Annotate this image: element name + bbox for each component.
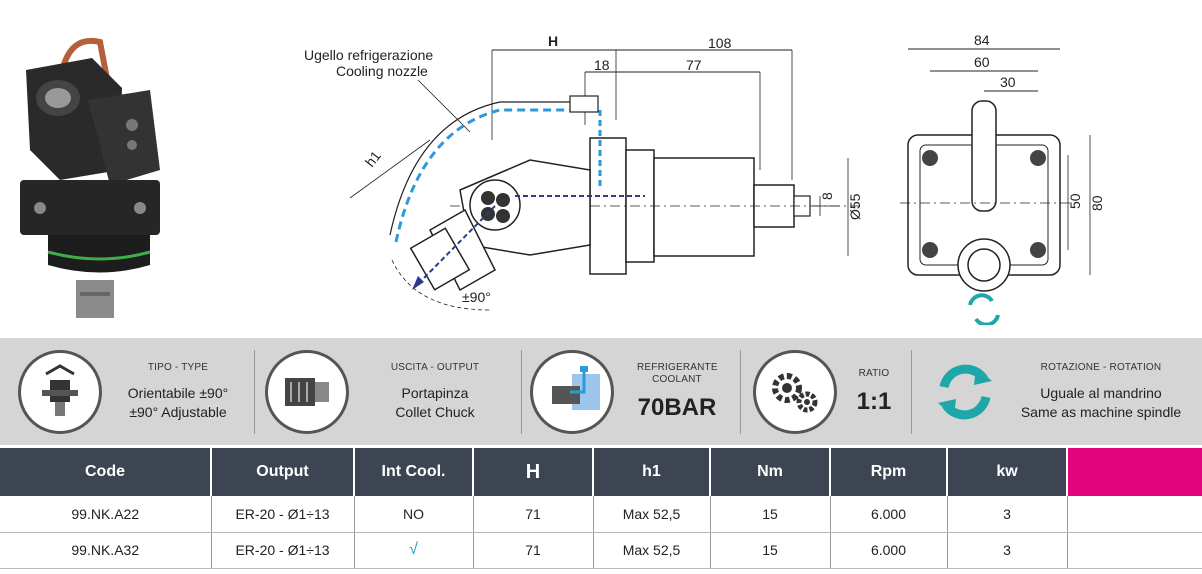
cell-code: 99.NK.A22: [0, 496, 212, 533]
output-caption: USCITA - OUTPUT: [390, 361, 480, 373]
cell-rpm: 6.000: [830, 496, 948, 533]
col-h: H: [473, 448, 594, 496]
cell-kw: 3: [947, 496, 1068, 533]
cell-output: ER-20 - Ø1÷13: [211, 496, 355, 533]
feature-ratio: RATIO 1:1: [741, 338, 911, 445]
dim-h1: h1: [362, 148, 384, 170]
gears-icon: [753, 349, 837, 434]
rotation-arrows-icon: [930, 357, 1000, 427]
cell-h: 71: [473, 532, 594, 569]
col-rpm: Rpm: [830, 448, 948, 496]
cell-output: ER-20 - Ø1÷13: [211, 532, 355, 569]
feature-rotation: ROTAZIONE - ROTATION Uguale al mandrino …: [912, 338, 1202, 445]
adjustable-head-icon: [18, 349, 102, 434]
ratio-value: 1:1: [856, 387, 892, 415]
feature-coolant: REFRIGERANTE COOLANT 70BAR: [522, 338, 740, 445]
col-nm: Nm: [710, 448, 831, 496]
type-value-it: Orientabile ±90°: [127, 384, 229, 401]
divider: [740, 349, 741, 434]
nozzle-label-en: Cooling nozzle: [336, 63, 428, 79]
product-photo: [20, 37, 160, 318]
feature-output: USCITA - OUTPUT Portapinza Collet Chuck: [255, 338, 521, 445]
collet-chuck-icon: [265, 349, 349, 434]
cell-h: 71: [473, 496, 594, 533]
col-code: Code: [0, 448, 212, 496]
coolant-value: 70BAR: [637, 393, 717, 421]
output-value-it: Portapinza: [401, 384, 469, 401]
dim-108: 108: [708, 35, 732, 51]
divider: [911, 349, 912, 434]
dim-angle: ±90°: [462, 289, 491, 305]
cell-int-cool: √: [354, 532, 474, 569]
col-kw: kw: [947, 448, 1068, 496]
dim-77: 77: [686, 57, 702, 73]
front-view-drawing: 84 60 30 50 80: [900, 32, 1105, 325]
col-output: Output: [211, 448, 355, 496]
cell-int-cool: NO: [354, 496, 474, 533]
table-header-row: Code Output Int Cool. H h1 Nm Rpm kw: [0, 448, 1202, 496]
dim-30: 30: [1000, 74, 1016, 90]
dim-d55: Ø55: [847, 193, 863, 220]
dim-60: 60: [974, 54, 990, 70]
output-value-en: Collet Chuck: [395, 403, 475, 420]
table-row: 99.NK.A22 ER-20 - Ø1÷13 NO 71 Max 52,5 1…: [0, 496, 1202, 533]
type-value-en: ±90° Adjustable: [129, 403, 227, 420]
cell-h1: Max 52,5: [593, 532, 711, 569]
dim-18: 18: [594, 57, 610, 73]
col-accent: [1067, 448, 1202, 496]
rotation-value-it: Uguale al mandrino: [1040, 384, 1162, 401]
coolant-caption: REFRIGERANTE COOLANT: [637, 361, 718, 385]
specs-table: Code Output Int Cool. H h1 Nm Rpm kw 99.…: [0, 448, 1202, 569]
divider: [521, 349, 522, 434]
cell-accent: [1067, 532, 1202, 569]
divider: [254, 349, 255, 434]
feature-band: TIPO - TYPE Orientabile ±90° ±90° Adjust…: [0, 338, 1202, 445]
feature-type: TIPO - TYPE Orientabile ±90° ±90° Adjust…: [0, 338, 254, 445]
dim-H: H: [548, 33, 558, 49]
rotation-caption: ROTAZIONE - ROTATION: [1040, 361, 1162, 373]
technical-drawings: H 108 18 77 Ugello refrigerazione Coolin…: [20, 32, 1105, 325]
dim-8: 8: [819, 192, 835, 200]
cell-accent: [1067, 496, 1202, 533]
col-int-cool: Int Cool.: [354, 448, 474, 496]
nozzle-label-it: Ugello refrigerazione: [304, 47, 433, 63]
col-h1: h1: [593, 448, 711, 496]
cell-rpm: 6.000: [830, 532, 948, 569]
ratio-caption: RATIO: [858, 367, 890, 379]
cell-nm: 15: [710, 532, 831, 569]
cell-h1: Max 52,5: [593, 496, 711, 533]
table-row: 99.NK.A32 ER-20 - Ø1÷13 √ 71 Max 52,5 15…: [0, 532, 1202, 569]
type-caption: TIPO - TYPE: [147, 361, 209, 373]
rotation-value-en: Same as machine spindle: [1020, 403, 1182, 420]
dim-84: 84: [974, 32, 990, 48]
side-view-drawing: H 108 18 77 Ugello refrigerazione Coolin…: [304, 33, 863, 311]
coolant-icon: [530, 349, 614, 434]
cell-kw: 3: [947, 532, 1068, 569]
cell-code: 99.NK.A32: [0, 532, 212, 569]
cell-nm: 15: [710, 496, 831, 533]
dim-80: 80: [1089, 195, 1105, 211]
dim-50: 50: [1067, 193, 1083, 209]
